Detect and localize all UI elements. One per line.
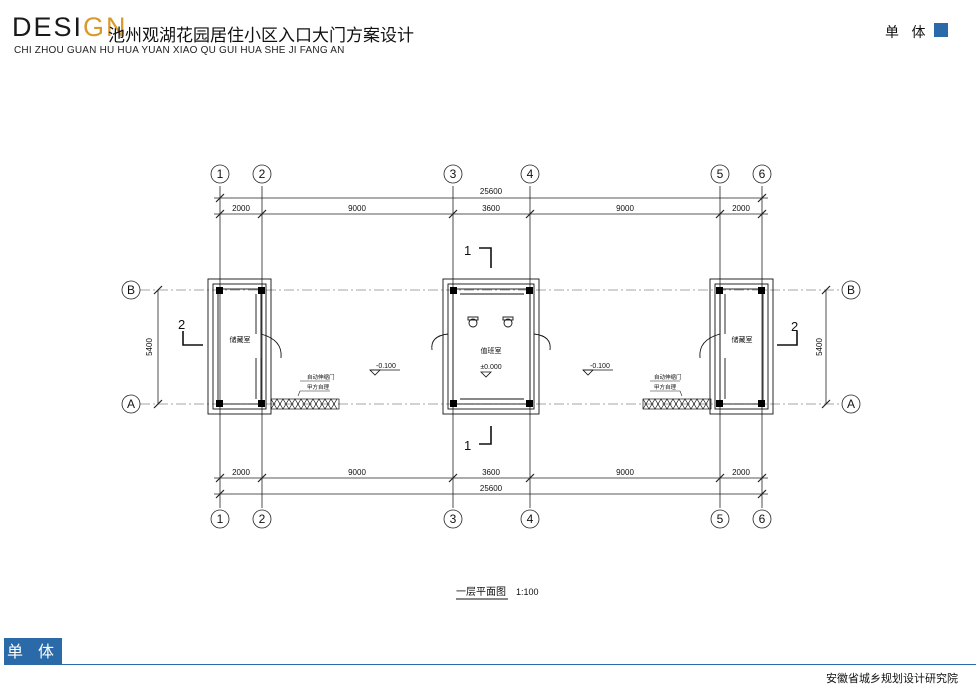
bay-dim-top-1: 2000 (232, 204, 250, 213)
sliding-gate-right (642, 398, 712, 410)
grid-label-top-1: 1 (217, 167, 224, 181)
grid-label-bottom-3: 3 (450, 512, 457, 526)
grid-label-bottom-5: 5 (717, 512, 724, 526)
grid-label-top-4: 4 (527, 167, 534, 181)
footer-divider (4, 664, 976, 665)
organization-name: 安徽省城乡规划设计研究院 (826, 672, 958, 685)
section-mark-top: 1 (464, 243, 471, 258)
overall-dim-bottom: 25600 (480, 484, 503, 493)
logo: DESIGN (12, 12, 128, 42)
row-label-a-left: A (127, 397, 135, 411)
grid-label-top-3: 3 (450, 167, 457, 181)
grid-label-bottom-1: 1 (217, 512, 224, 526)
level-right: -0.100 (590, 363, 610, 370)
bay-dim-top-5: 2000 (732, 204, 750, 213)
bay-dim-bottom-2: 9000 (348, 468, 366, 477)
gate-note-left-2: 甲方自理 (307, 383, 330, 391)
level-left: -0.100 (376, 363, 396, 370)
section-mark-left: 2 (178, 317, 185, 332)
grid-label-bottom-2: 2 (259, 512, 266, 526)
left-storage-building (207, 278, 282, 415)
row-label-b-right: B (847, 283, 855, 297)
room-label-center: 值班室 (481, 346, 502, 355)
section-tab: 单 体 (4, 638, 62, 665)
bay-dim-top-3: 3600 (482, 204, 500, 213)
section-mark-right: 2 (791, 319, 798, 334)
bay-dim-bottom-4: 9000 (616, 468, 634, 477)
level-center: ±0.000 (480, 364, 501, 371)
row-label-a-right: A (847, 397, 855, 411)
grid-label-top-5: 5 (717, 167, 724, 181)
section-marker-square (934, 23, 948, 37)
row-label-b-left: B (127, 283, 135, 297)
side-dim-left: 5400 (145, 338, 154, 356)
gate-note-right-2: 甲方自理 (654, 383, 677, 391)
bay-dim-top-2: 9000 (348, 204, 366, 213)
gate-note-right-1: 自动伸缩门 (654, 373, 682, 381)
room-label-right: 储藏室 (732, 335, 753, 344)
center-guard-building (431, 278, 551, 415)
grid-label-bottom-6: 6 (759, 512, 766, 526)
room-label-left: 储藏室 (230, 335, 251, 344)
grid-label-bottom-4: 4 (527, 512, 534, 526)
page-title: 池州观湖花园居住小区入口大门方案设计 (108, 26, 414, 46)
bay-dim-top-4: 9000 (616, 204, 634, 213)
grid-label-top-2: 2 (259, 167, 266, 181)
side-dim-right: 5400 (815, 338, 824, 356)
page-subtitle: CHI ZHOU GUAN HU HUA YUAN XIAO QU GUI HU… (14, 45, 345, 56)
section-mark-bottom: 1 (464, 438, 471, 453)
grid-label-top-6: 6 (759, 167, 766, 181)
sliding-gate-left (270, 398, 340, 410)
drawing-scale: 1:100 (516, 587, 539, 597)
drawing-caption: 一层平面图 (456, 586, 506, 598)
bay-dim-bottom-1: 2000 (232, 468, 250, 477)
bay-dim-bottom-3: 3600 (482, 468, 500, 477)
overall-dim-top: 25600 (480, 187, 503, 196)
right-storage-building (699, 278, 774, 415)
bay-dim-bottom-5: 2000 (732, 468, 750, 477)
section-label: 单 体 (885, 25, 930, 41)
gate-note-left-1: 自动伸缩门 (307, 373, 335, 381)
